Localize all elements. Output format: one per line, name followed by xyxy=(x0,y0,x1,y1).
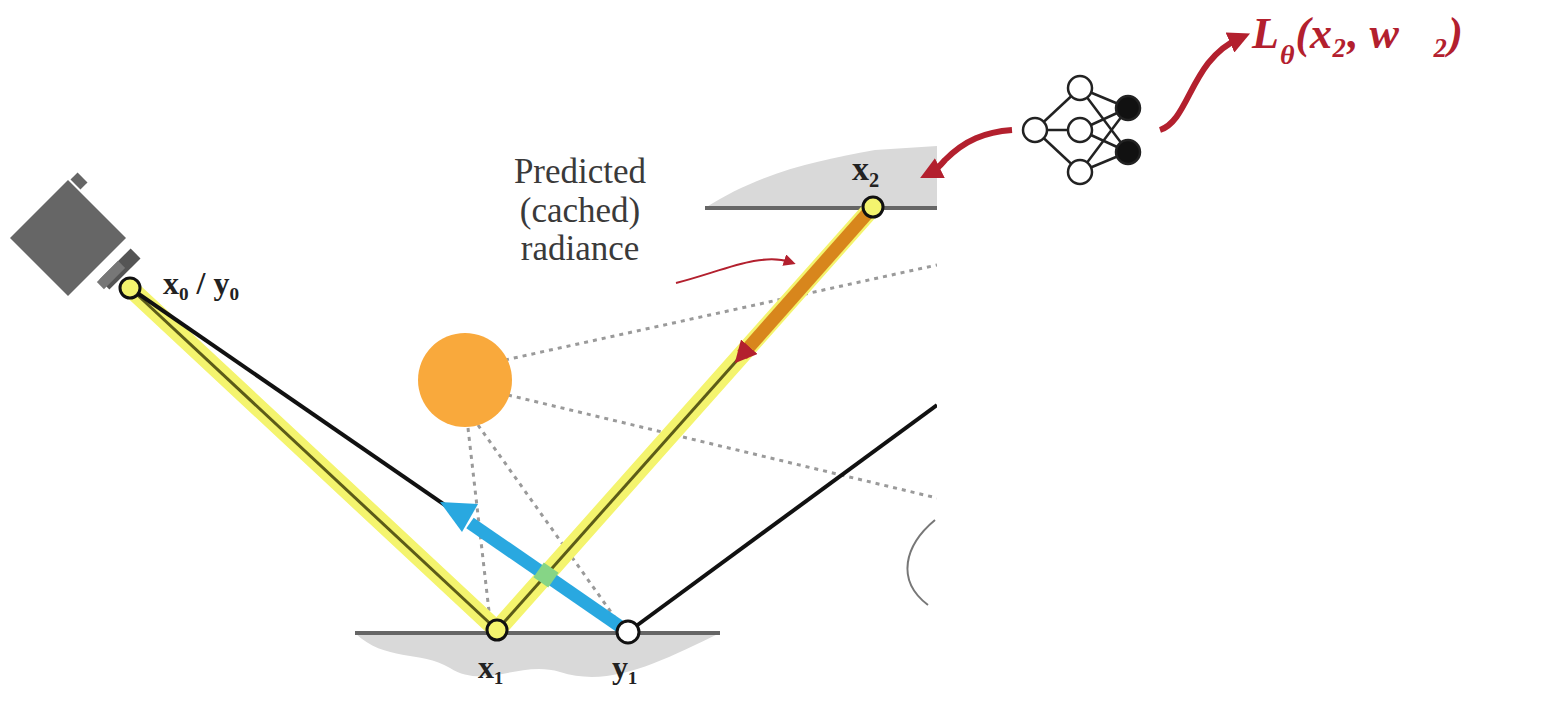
surface-line xyxy=(355,631,720,635)
surface-blob xyxy=(355,633,720,677)
path-vertices xyxy=(120,197,883,643)
camera-icon xyxy=(10,173,141,296)
formula-symbol: L xyxy=(1252,10,1279,58)
surface-curve xyxy=(907,520,935,605)
leader-line xyxy=(676,259,790,283)
output-arrow xyxy=(1160,38,1240,130)
formula-subscript: θ xyxy=(1280,40,1295,71)
scene xyxy=(10,146,937,677)
query-arrow xyxy=(930,130,1012,173)
vertex-label: x₀ / y₀ xyxy=(163,266,239,301)
intersection-mark xyxy=(533,562,558,587)
shift-arrowhead xyxy=(440,502,478,532)
path-segment xyxy=(130,288,455,512)
highlighted-path xyxy=(130,207,873,630)
vertex-label: x₂ xyxy=(852,150,879,187)
cached-radiance-arrow xyxy=(742,207,873,355)
neural-network-icon xyxy=(1023,76,1140,184)
formula-arguments: (x₂, w⃗₂) xyxy=(1295,10,1463,58)
surface-blob xyxy=(705,146,937,208)
shift-arrow xyxy=(470,523,628,632)
annotation-text: Predicted (cached) radiance xyxy=(470,153,690,269)
surface-line xyxy=(705,206,937,210)
light-source xyxy=(418,333,512,427)
vertex-label: y₁ xyxy=(612,650,638,685)
vertex-label: x₁ xyxy=(478,650,504,685)
